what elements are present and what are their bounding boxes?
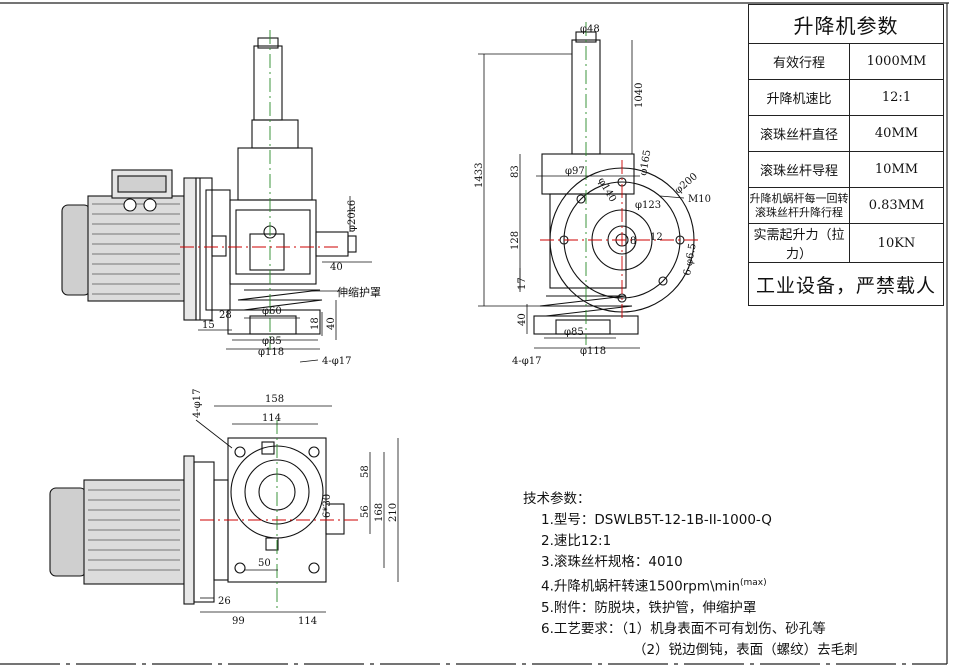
side-dim-17: 17: [517, 277, 528, 290]
top-dim-holes: 4-φ17: [192, 389, 203, 418]
side-view: [478, 22, 700, 349]
front-dim-shaft: φ20k6: [347, 200, 358, 232]
param-label: 升降机蜗杆每一回转 滚珠丝杆升降行程: [748, 187, 850, 224]
param-label-line1: 升降机蜗杆每一回转: [749, 191, 849, 205]
front-bellows-label: 伸缩护罩: [337, 285, 381, 299]
param-label: 升降机速比: [748, 79, 850, 116]
side-dim-85: φ85: [564, 327, 584, 338]
side-dim-40: 40: [517, 313, 528, 326]
side-dim-12: 12: [650, 232, 663, 243]
parameter-table: 升降机参数 有效行程 1000MM 升降机速比 12:1 滚珠丝杆直径 40MM…: [748, 4, 944, 306]
top-dim-168: 168: [374, 503, 385, 522]
param-title: 升降机参数: [748, 4, 944, 44]
tech-item-sup: (max): [740, 578, 767, 588]
param-label: 滚珠丝杆导程: [748, 151, 850, 188]
tech-notes: 技术参数： 1.型号：DSWLB5T-12-1B-II-1000-Q 2.速比1…: [523, 489, 858, 661]
top-dim-56: 56: [360, 505, 371, 518]
param-label: 滚珠丝杆直径: [748, 115, 850, 152]
param-value: 12:1: [849, 79, 944, 116]
side-dim-8: 8: [630, 236, 636, 247]
tech-heading: 技术参数：: [523, 491, 591, 507]
tech-item: 2.速比12:1: [541, 533, 612, 549]
side-dim-holes: 4-φ17: [512, 356, 541, 367]
safety-warning: 工业设备，严禁载人: [748, 262, 944, 306]
param-label: 有效行程: [748, 43, 850, 80]
top-dim-114: 114: [262, 413, 281, 424]
side-dim-128: 128: [510, 231, 521, 250]
front-dim-85: φ85: [262, 336, 282, 347]
front-dim-15: 15: [202, 320, 215, 331]
side-dim-m10: M10: [688, 194, 711, 205]
param-label-line2: 滚珠丝杆升降行程: [755, 205, 843, 219]
side-dim-123: φ123: [635, 200, 661, 211]
side-dim-tube: 1040: [634, 83, 645, 108]
top-dim-99: 99: [232, 616, 245, 627]
param-label: 实需起升力（拉力）: [748, 223, 850, 263]
tech-item: 4.升降机蜗杆转速1500rpm\min: [541, 578, 741, 595]
param-row: 有效行程 1000MM: [748, 43, 944, 80]
front-dim-holes: 4-φ17: [322, 356, 351, 367]
side-dim-top: φ48: [580, 24, 600, 35]
tech-item: 5.附件：防脱块，铁护管，伸缩护罩: [541, 599, 757, 616]
tech-item-row: 4.升降机蜗杆转速1500rpm\min(max): [523, 573, 858, 598]
side-dim-total: 1433: [474, 163, 485, 188]
param-row: 滚珠丝杆直径 40MM: [748, 115, 944, 152]
front-dim-60: φ60: [262, 306, 282, 317]
top-dim-158: 158: [265, 394, 284, 405]
param-value: 1000MM: [849, 43, 944, 80]
param-row: 实需起升力（拉力） 10KN: [748, 223, 944, 263]
top-dim-114b: 114: [298, 616, 317, 627]
tech-item: （2）锐边倒钝，表面（螺纹）去毛刺: [633, 641, 858, 658]
side-dim-83: 83: [510, 165, 521, 178]
front-view: [61, 30, 372, 363]
param-value: 40MM: [849, 115, 944, 152]
top-dim-6-30: 6*30: [322, 494, 333, 518]
side-dim-165: φ165: [638, 149, 653, 177]
tech-item: 1.型号：DSWLB5T-12-1B-II-1000-Q: [541, 512, 772, 528]
param-row: 升降机速比 12:1: [748, 79, 944, 116]
front-dim-18: 18: [310, 317, 321, 330]
param-value: 10MM: [849, 151, 944, 188]
side-dim-118: φ118: [580, 346, 606, 357]
tech-item: 3.滚珠丝杆规格：4010: [541, 554, 683, 570]
top-view: [49, 405, 399, 613]
front-dim-118: φ118: [258, 347, 284, 358]
front-dim-40: 40: [326, 317, 337, 330]
top-dim-26: 26: [218, 596, 231, 607]
param-value: 10KN: [849, 223, 944, 263]
param-row: 升降机蜗杆每一回转 滚珠丝杆升降行程 0.83MM: [748, 187, 944, 224]
front-dim-key: 40: [330, 262, 343, 273]
tech-item: 6.工艺要求：（1）机身表面不可有划伤、砂孔等: [541, 620, 826, 637]
param-value: 0.83MM: [849, 187, 944, 224]
top-dim-210: 210: [388, 503, 399, 522]
side-dim-97: φ97: [565, 166, 585, 177]
front-dim-28: 28: [219, 310, 232, 321]
top-dim-58: 58: [360, 465, 371, 478]
top-dim-50: 50: [258, 558, 271, 569]
param-row: 滚珠丝杆导程 10MM: [748, 151, 944, 188]
